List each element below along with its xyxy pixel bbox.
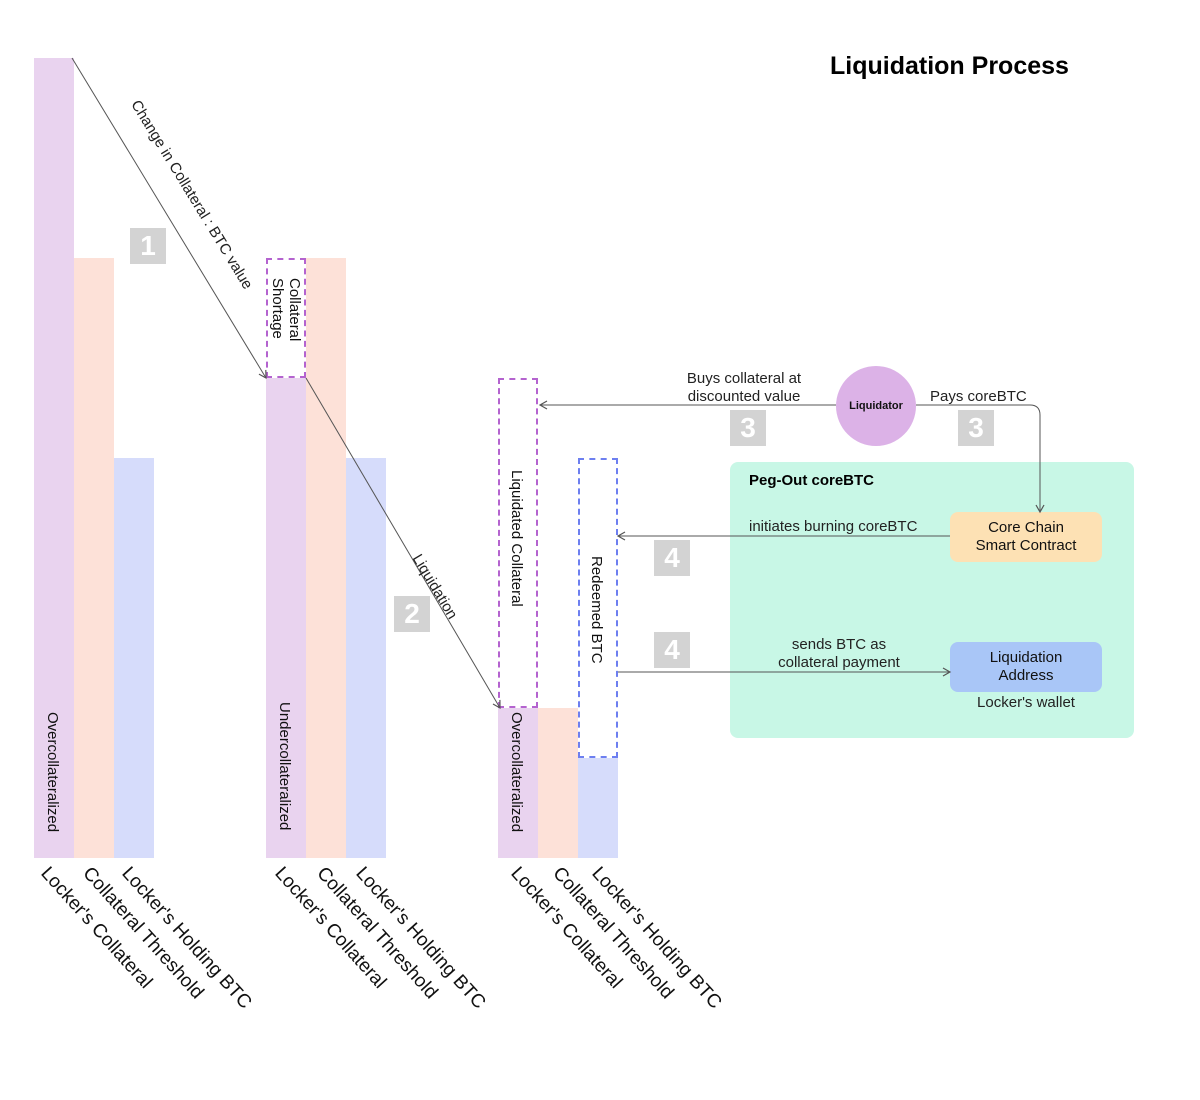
g2-threshold-bar [306,258,346,858]
g1-state-label: Overcollateralized [44,712,61,833]
core-chain-contract-box: Core Chain Smart Contract [950,512,1102,562]
g2-shortage-label: Collateral Shortage [269,278,303,342]
liquidation-address-box: Liquidation Address [950,642,1102,692]
g3-holding-btc-bar [578,758,618,858]
diagram-title: Liquidation Process [830,52,1069,80]
sends-arrow-label: sends BTC as collateral payment [778,636,900,671]
g2-collateral-bar [266,378,306,858]
step-badge-2: 2 [394,596,430,632]
g3-collateral-bar [498,708,538,858]
liquidator-node: Liquidator [836,366,916,446]
g3-threshold-bar [538,708,578,858]
pegout-title: Peg-Out coreBTC [749,472,875,489]
g3-liquidated-label: Liquidated Collateral [508,470,525,607]
arrow-change [71,57,267,380]
g3-redeemed-label: Redeemed BTC [588,556,605,664]
g3-state-label: Overcollateralized [508,712,525,833]
burning-arrow-label: initiates burning coreBTC [749,518,918,535]
step-badge-1: 1 [130,228,166,264]
arrow-liquidation [305,377,501,710]
step-badge-3a: 3 [730,410,766,446]
g3-liquidated-box [498,378,538,708]
step-badge-4a: 4 [654,540,690,576]
g2-holding-btc-bar [346,458,386,858]
lockers-wallet-label: Locker's wallet [977,694,1075,711]
step-badge-3b: 3 [958,410,994,446]
g1-threshold-bar [74,258,114,858]
g1-collateral-bar [34,58,74,858]
g2-state-label: Undercollateralized [276,702,293,831]
pays-arrow-label: Pays coreBTC [930,388,1027,405]
g2-shortage-box [266,258,306,378]
pegout-panel [730,462,1134,738]
buys-arrow-label: Buys collateral at discounted value [686,370,802,405]
g1-holding-btc-bar [114,458,154,858]
arrow-pays [916,404,1045,514]
g3-redeemed-box [578,458,618,758]
step-badge-4b: 4 [654,632,690,668]
